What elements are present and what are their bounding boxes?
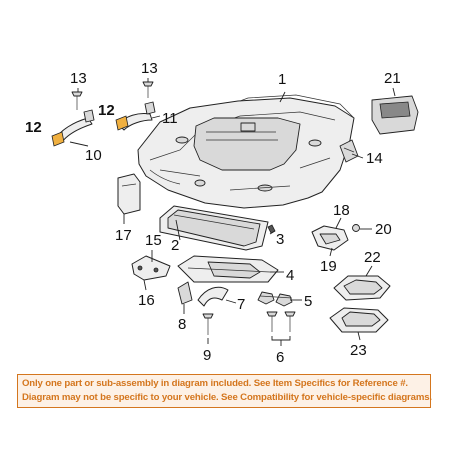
callout-9: 9 — [203, 347, 211, 362]
callout-numbers: 1 2 3 4 5 6 7 8 9 10 11 12 12 13 13 14 1… — [25, 60, 401, 362]
callout-21: 21 — [384, 70, 401, 87]
callout-16: 16 — [138, 292, 155, 309]
part-4-shade — [177, 255, 279, 283]
callout-17: 17 — [115, 227, 132, 244]
part-10-handle — [51, 109, 95, 147]
part-20-bulb — [352, 224, 360, 232]
part-17-panel — [117, 173, 141, 215]
part-7-bracket — [197, 286, 229, 307]
part-22-lens — [333, 275, 391, 301]
callout-13a: 13 — [70, 70, 87, 87]
callout-12a: 12 — [25, 119, 42, 136]
callout-4: 4 — [286, 267, 294, 284]
part-23-base — [329, 307, 389, 333]
callout-10: 10 — [85, 147, 102, 164]
callout-5: 5 — [304, 293, 312, 310]
callout-23: 23 — [350, 342, 367, 359]
part-9-screw — [202, 313, 214, 335]
callout-8: 8 — [178, 316, 186, 333]
callout-14: 14 — [366, 150, 383, 167]
callout-19: 19 — [320, 258, 337, 275]
callout-20: 20 — [375, 221, 392, 238]
callout-3: 3 — [276, 231, 284, 248]
part-19-lamp — [311, 225, 349, 251]
callout-18: 18 — [333, 202, 350, 219]
callout-1: 1 — [278, 71, 286, 88]
leader-lines — [69, 78, 396, 346]
part-16-bracket — [131, 255, 171, 281]
callout-11: 11 — [162, 110, 178, 127]
parts-diagram: 1 2 3 4 5 6 7 8 9 10 11 12 12 13 13 14 1… — [25, 60, 419, 362]
part-6-screws — [266, 311, 296, 332]
callout-12b: 12 — [98, 102, 115, 119]
disclaimer-line-2: Diagram may not be specific to your vehi… — [22, 392, 432, 403]
part-11-handle — [115, 101, 156, 131]
disclaimer-notice: Only one part or sub-assembly in diagram… — [17, 374, 432, 408]
callout-6: 6 — [276, 349, 284, 362]
callout-15: 15 — [145, 232, 162, 249]
part-13-screws — [71, 81, 154, 110]
callout-13b: 13 — [141, 60, 158, 77]
part-8-clip — [177, 281, 193, 305]
callout-22: 22 — [364, 249, 381, 266]
disclaimer-line-1: Only one part or sub-assembly in diagram… — [22, 378, 408, 389]
part-5-brackets — [257, 291, 293, 307]
part-21-console — [371, 95, 419, 135]
part-1-headliner — [137, 94, 355, 209]
callout-2: 2 — [171, 237, 179, 254]
callout-7: 7 — [237, 296, 245, 313]
part-2-frame — [159, 205, 269, 251]
